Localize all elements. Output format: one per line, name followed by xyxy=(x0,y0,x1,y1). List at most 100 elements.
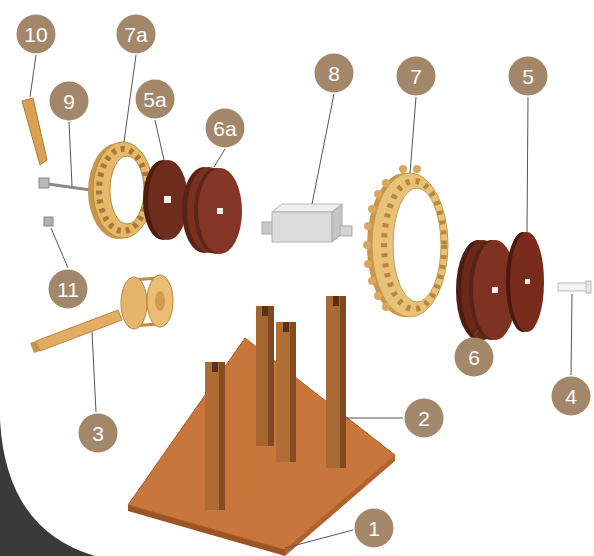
circle-fill xyxy=(136,80,175,119)
gear-ring-small xyxy=(110,156,144,224)
disk-small xyxy=(148,160,188,240)
disk-small xyxy=(164,196,171,203)
gear-ring-large xyxy=(368,205,376,213)
callout-number: 6 xyxy=(468,347,480,368)
wedge-handle xyxy=(22,98,47,165)
leader-line xyxy=(30,55,572,548)
post xyxy=(268,306,274,446)
circle-fill xyxy=(49,270,88,309)
circle-fill xyxy=(397,57,436,96)
leader-line xyxy=(155,120,164,160)
gear-ring-small xyxy=(99,149,147,231)
leader-line xyxy=(527,97,528,232)
callout-circle: 5 xyxy=(508,56,548,96)
callout-number: 8 xyxy=(328,63,340,84)
callout-circle: 6a xyxy=(205,108,245,148)
spool-large xyxy=(492,287,498,293)
axle-rod xyxy=(39,178,49,188)
callout-number: 7a xyxy=(124,24,147,45)
disk-large xyxy=(506,232,544,332)
callout-number: 5 xyxy=(522,66,534,87)
callout-circle: 6 xyxy=(454,337,494,377)
callout-circle: 9 xyxy=(49,81,89,121)
circle-fill xyxy=(355,509,394,548)
gear-ring-large xyxy=(393,188,441,302)
grey-block xyxy=(272,204,342,212)
leader-line xyxy=(124,55,136,142)
callout-circle: 5a xyxy=(135,79,175,119)
callout-number: 9 xyxy=(63,91,75,112)
gear-ring-large xyxy=(364,222,372,230)
disk-large xyxy=(525,279,530,284)
circle-fill xyxy=(509,57,548,96)
callout-circle: 10 xyxy=(16,14,56,54)
pin xyxy=(586,281,591,293)
callout-circle: 4 xyxy=(551,376,591,416)
callout-number: 5a xyxy=(143,89,166,110)
post xyxy=(219,362,225,510)
leader-line xyxy=(92,332,96,412)
leader-line xyxy=(474,330,478,336)
pin xyxy=(558,281,591,293)
wedge-handle xyxy=(22,98,47,165)
small-cube xyxy=(44,217,53,226)
circle-fill xyxy=(315,54,354,93)
grey-block xyxy=(262,204,352,242)
small-cube xyxy=(44,217,53,226)
gear-ring-large xyxy=(363,165,448,317)
callout-circle: 1 xyxy=(354,508,394,548)
grey-block xyxy=(272,212,332,242)
post xyxy=(283,322,289,332)
lantern-shaft xyxy=(121,277,147,329)
callout-number: 11 xyxy=(57,279,79,300)
disk-small xyxy=(143,160,188,240)
post xyxy=(276,322,296,462)
leader-line xyxy=(214,149,225,167)
circle-fill xyxy=(206,109,245,148)
callout-circle: 11 xyxy=(48,269,88,309)
gear-ring-large xyxy=(399,165,407,173)
circle-fill xyxy=(405,399,444,438)
post xyxy=(256,306,274,446)
disk-large xyxy=(510,232,544,332)
base-board xyxy=(128,505,285,556)
circle-fill xyxy=(79,414,118,453)
callout-circle: 7 xyxy=(396,56,436,96)
callout-circle: 8 xyxy=(314,53,354,93)
leader-line xyxy=(285,530,353,548)
lantern-shaft xyxy=(30,341,40,353)
gear-ring-large xyxy=(372,173,448,317)
leader-line xyxy=(571,294,572,375)
spool-small xyxy=(182,167,242,254)
callout-number: 1 xyxy=(368,518,380,539)
gear-ring-large xyxy=(384,181,444,309)
callout-number: 2 xyxy=(418,408,430,429)
post xyxy=(326,296,346,468)
callout-circle: 2 xyxy=(404,398,444,438)
gear-ring-large xyxy=(363,241,371,249)
gear-ring-large xyxy=(413,165,421,173)
circle-fill xyxy=(17,15,56,54)
leader-line xyxy=(410,97,416,173)
gear-ring-large xyxy=(364,260,372,268)
pin xyxy=(558,283,590,291)
post xyxy=(205,362,225,510)
circle-fill xyxy=(50,82,89,121)
leader-line xyxy=(346,418,403,419)
callout-number: 3 xyxy=(92,423,104,444)
gear-ring-large xyxy=(374,190,382,198)
gear-ring-large xyxy=(382,179,390,187)
post xyxy=(340,296,346,468)
lantern-shaft xyxy=(147,275,173,327)
circle-fill xyxy=(117,15,156,54)
callout-number: 7 xyxy=(410,66,422,87)
leader-line xyxy=(30,55,36,97)
post xyxy=(333,296,339,306)
callout-number: 6a xyxy=(213,118,236,139)
gear-ring-small xyxy=(88,142,153,239)
post xyxy=(290,322,296,462)
